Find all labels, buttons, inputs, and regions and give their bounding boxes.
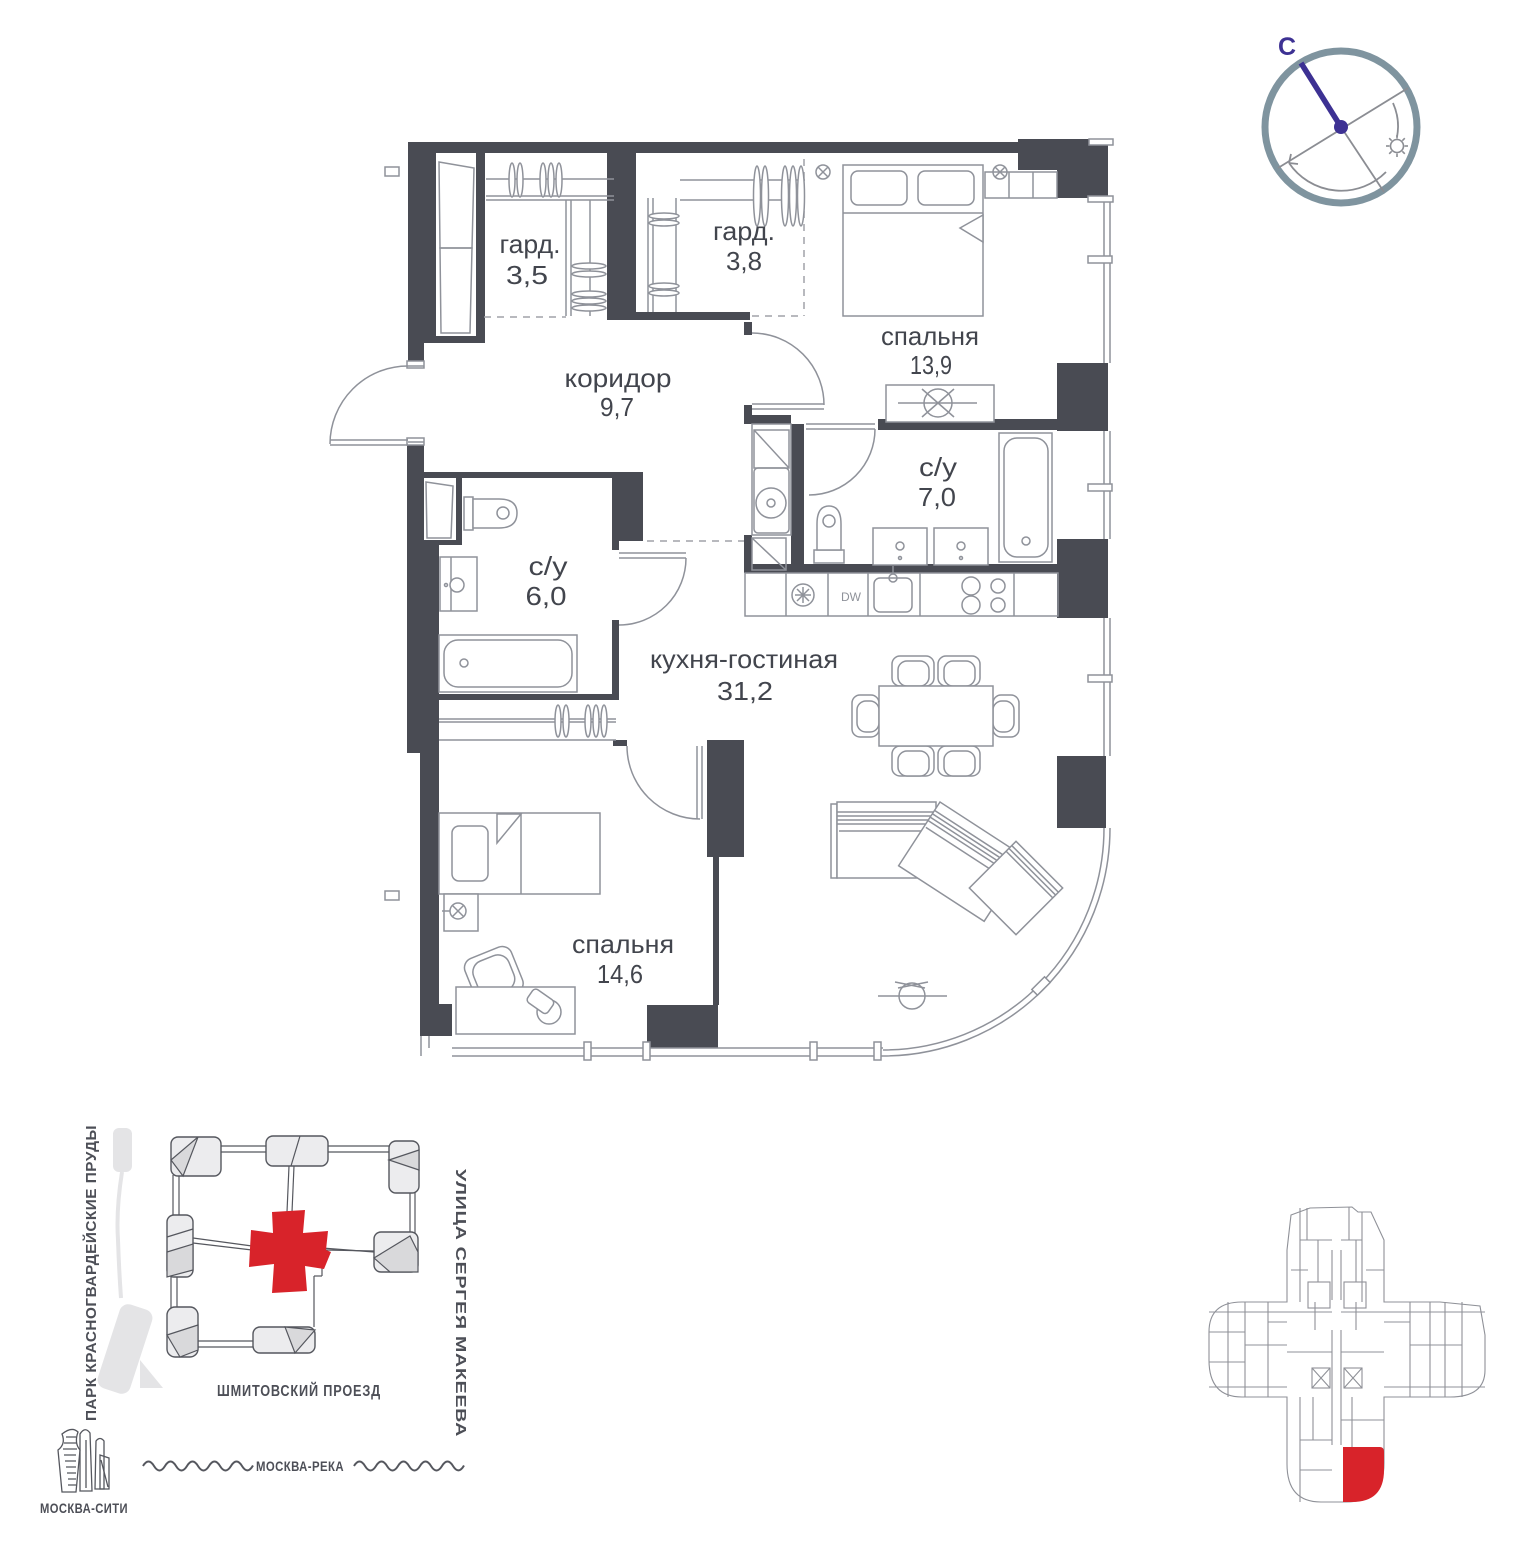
svg-text:7,0: 7,0 xyxy=(918,482,956,512)
svg-text:спальня: спальня xyxy=(881,321,979,351)
svg-text:14,6: 14,6 xyxy=(597,959,643,989)
svg-text:коридор: коридор xyxy=(565,363,672,393)
svg-text:DW: DW xyxy=(841,590,862,604)
svg-text:31,2: 31,2 xyxy=(717,676,773,706)
svg-text:3,5: 3,5 xyxy=(506,260,548,290)
svg-text:с/у: с/у xyxy=(919,452,957,482)
svg-text:гард.: гард. xyxy=(713,216,775,246)
svg-text:3,8: 3,8 xyxy=(726,246,762,276)
svg-text:ПАРК КРАСНОГВАРДЕЙСКИЕ ПРУДЫ: ПАРК КРАСНОГВАРДЕЙСКИЕ ПРУДЫ xyxy=(82,1125,100,1421)
svg-text:гард.: гард. xyxy=(500,229,561,259)
svg-text:13,9: 13,9 xyxy=(910,350,952,380)
svg-text:МОСКВА-РЕКА: МОСКВА-РЕКА xyxy=(256,1459,344,1474)
svg-text:УЛИЦА СЕРГЕЯ МАКЕЕВА: УЛИЦА СЕРГЕЯ МАКЕЕВА xyxy=(452,1169,468,1437)
svg-text:кухня-гостиная: кухня-гостиная xyxy=(650,644,838,674)
svg-text:МОСКВА-СИТИ: МОСКВА-СИТИ xyxy=(40,1501,128,1516)
svg-text:С: С xyxy=(1278,33,1296,61)
svg-text:спальня: спальня xyxy=(572,929,674,959)
svg-text:ШМИТОВСКИЙ ПРОЕЗД: ШМИТОВСКИЙ ПРОЕЗД xyxy=(217,1382,381,1400)
svg-text:9,7: 9,7 xyxy=(600,392,634,422)
svg-text:с/у: с/у xyxy=(529,551,568,581)
svg-text:6,0: 6,0 xyxy=(526,581,567,611)
